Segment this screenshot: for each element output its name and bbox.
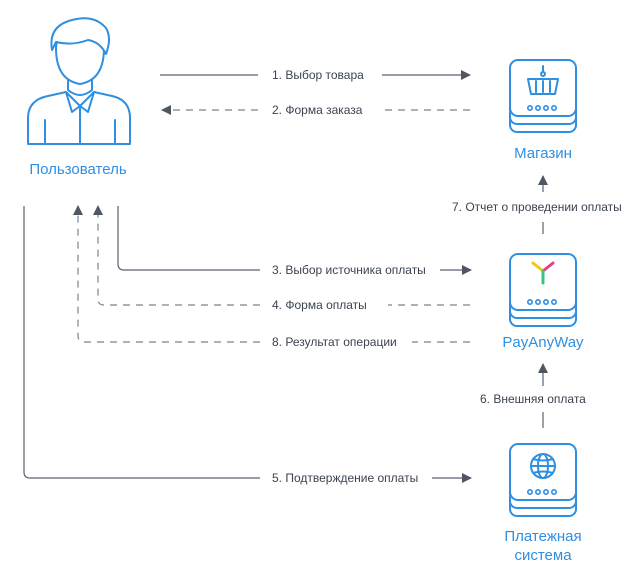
step-5-label: 5. Подтверждение оплаты bbox=[272, 471, 418, 485]
step-8-label: 8. Результат операции bbox=[272, 335, 397, 349]
payment-system-label-line2: система bbox=[514, 547, 572, 564]
step-4-arrow bbox=[93, 205, 470, 306]
step-2-label: 2. Форма заказа bbox=[272, 103, 363, 117]
user-icon bbox=[27, 17, 131, 145]
payanyway-label: PayAnyWay bbox=[502, 334, 584, 351]
step-4-label: 4. Форма оплаты bbox=[272, 298, 367, 312]
step-1-label: 1. Выбор товара bbox=[272, 68, 364, 82]
shopping-basket-icon bbox=[527, 65, 559, 95]
globe-icon bbox=[530, 453, 556, 479]
shop-label: Магазин bbox=[514, 145, 572, 162]
step-5-arrow bbox=[23, 206, 472, 483]
step-6-label: 6. Внешняя оплата bbox=[480, 392, 586, 406]
payment-system-label-line1: Платежная bbox=[504, 528, 581, 545]
step-3-label: 3. Выбор источника оплаты bbox=[272, 263, 426, 277]
step-7-label: 7. Отчет о проведении оплаты bbox=[452, 200, 622, 214]
payanyway-logo-icon bbox=[531, 261, 555, 285]
payment-system-node bbox=[509, 443, 577, 517]
shop-node bbox=[509, 59, 577, 133]
payanyway-node bbox=[509, 253, 577, 327]
step-3-arrow bbox=[117, 206, 472, 275]
step-8-arrow bbox=[73, 205, 470, 343]
user-label: Пользователь bbox=[29, 161, 127, 178]
